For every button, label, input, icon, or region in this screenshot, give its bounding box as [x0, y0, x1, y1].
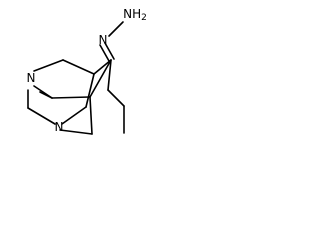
- hydrazone-inner-n-label: N: [99, 33, 108, 47]
- bond-c-n-double-b: [104, 42, 115, 60]
- bond-c2-c9: [89, 59, 112, 98]
- bond-ch2b-c9: [89, 96, 93, 135]
- bond-c2-c1: [93, 59, 112, 75]
- molecule-structure-diagram: NH2 N N N: [27, 7, 147, 135]
- bond-n-lower-ch2: [61, 106, 87, 125]
- bond-ch2-n-upper: [33, 59, 64, 72]
- hydrazone-terminal-n-label: NH2: [123, 7, 147, 23]
- bond-c1-ch2-down: [85, 73, 95, 108]
- bond-group: [27, 21, 125, 135]
- bond-ch2-c9: [51, 96, 91, 99]
- atom-labels: NH2 N N N: [27, 7, 147, 134]
- bond-c9-ethyl1: [107, 89, 125, 107]
- bond-c2-c9-sub: [107, 59, 112, 91]
- bond-n-n: [108, 21, 124, 37]
- ring-n-lower-label: N: [55, 120, 64, 134]
- bond-ethano: [27, 107, 56, 125]
- bond-n-lower-ch2b: [59, 129, 93, 135]
- bond-c-n-double-a: [99, 44, 110, 62]
- bond-c1-ch2-left: [62, 59, 95, 75]
- ring-n-upper-label: N: [27, 71, 36, 85]
- bond-n-upper-ch2c: [39, 91, 53, 99]
